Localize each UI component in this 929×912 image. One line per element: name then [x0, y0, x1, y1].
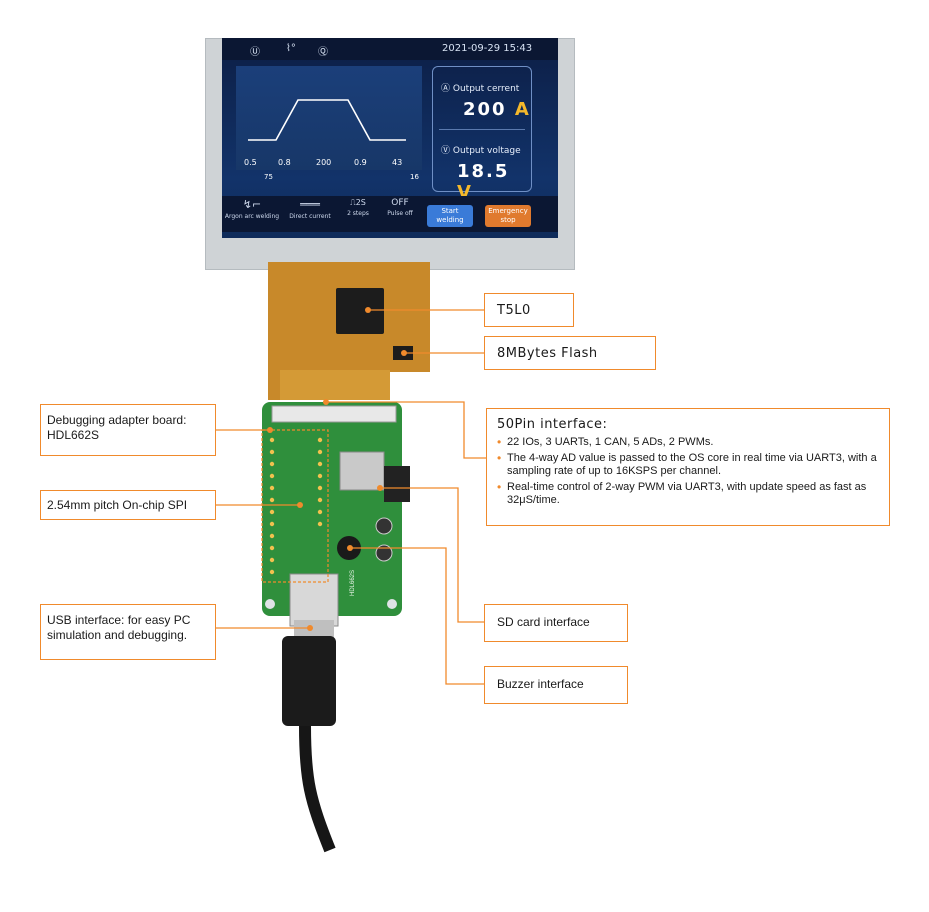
flex-tail — [280, 370, 390, 400]
leader-lines — [215, 309, 486, 685]
callout-50pin: 50Pin interface: 22 IOs, 3 UARTs, 1 CAN,… — [486, 408, 890, 526]
graph-label: 16 — [410, 173, 419, 181]
graph-label: 200 — [316, 158, 332, 167]
callout-debug-board: Debugging adapter board: HDL662S — [40, 404, 216, 456]
output-current-unit: A — [514, 99, 531, 120]
tool-pulse-off[interactable]: OFF Pulse off — [372, 198, 428, 217]
callout-spi-text: 2.54mm pitch On-chip SPI — [47, 498, 188, 512]
fpc-connector — [271, 405, 397, 423]
callout-flash: 8MBytes Flash — [484, 336, 656, 370]
tool-label: Direct current — [289, 213, 331, 220]
steps-icon: ⎍2S — [350, 198, 366, 207]
board-silkscreen: HDL662S — [350, 569, 356, 596]
callout-buzzer: Buzzer interface — [484, 666, 628, 704]
graph-labels-top: 0.5 0.8 200 0.9 43 — [240, 158, 430, 170]
callout-t5l0-text: T5L0 — [497, 303, 531, 318]
welding-curve — [248, 99, 406, 141]
lcd-status-bar: Ⓤ ⌇° Ⓠ 2021-09-29 15:43 — [222, 38, 558, 60]
usb-cable — [299, 725, 336, 853]
mount-hole — [265, 599, 275, 609]
welding-curve-graph — [236, 66, 422, 170]
tool-direct-current[interactable]: ═══ Direct current — [282, 198, 338, 220]
tool-argon-arc[interactable]: ↯⌐ Argon arc welding — [224, 198, 280, 220]
callout-flash-text: 8MBytes Flash — [497, 346, 598, 361]
callout-sd: SD card interface — [484, 604, 628, 642]
graph-labels-bottom: 75 16 — [240, 173, 430, 185]
status-icon-2: ⌇° — [286, 43, 296, 54]
output-current-value: 200 — [463, 99, 507, 120]
tool-label: Argon arc welding — [224, 213, 280, 220]
voltage-icon: Ⓥ — [441, 146, 451, 156]
sd-card — [384, 466, 410, 502]
graph-label: 0.9 — [354, 158, 367, 167]
t5l0-chip — [336, 288, 384, 334]
mount-hole — [387, 599, 397, 609]
callout-usb: USB interface: for easy PC simulation an… — [40, 604, 216, 660]
tool-label: 2 steps — [347, 210, 369, 217]
callout-sd-text: SD card interface — [497, 615, 590, 629]
tool-label: Pulse off — [387, 210, 413, 217]
pin50-item: Real-time control of 2-way PWM via UART3… — [497, 481, 879, 507]
status-icon-1: Ⓤ — [250, 47, 260, 58]
pin50-item: 22 IOs, 3 UARTs, 1 CAN, 5 ADs, 2 PWMs. — [497, 436, 879, 449]
capacitor-2 — [375, 544, 393, 562]
output-current-label-row: Ⓐ Output cerrent — [441, 81, 519, 94]
values-divider — [439, 129, 525, 130]
graph-label: 0.5 — [244, 158, 257, 167]
dc-icon: ═══ — [300, 198, 320, 211]
callout-t5l0: T5L0 — [484, 293, 574, 327]
emergency-stop-button[interactable]: Emergency stop — [485, 205, 531, 227]
callout-usb-text: USB interface: for easy PC simulation an… — [47, 613, 191, 642]
torch-icon: ↯⌐ — [242, 198, 262, 211]
start-welding-button[interactable]: Start welding — [427, 205, 473, 227]
tool-2-steps[interactable]: ⎍2S 2 steps — [330, 198, 386, 217]
callout-50pin-title: 50Pin interface: — [497, 417, 608, 432]
usb-plug-metal — [294, 620, 334, 640]
current-icon: Ⓐ — [441, 84, 451, 94]
graph-label: 75 — [264, 173, 273, 181]
output-voltage-label-row: Ⓥ Output voltage — [441, 143, 521, 156]
graph-label: 43 — [392, 158, 403, 167]
output-voltage-value: 18.5 — [457, 161, 510, 182]
usb-port — [289, 573, 339, 627]
pin50-item: The 4-way AD value is passed to the OS c… — [497, 452, 879, 478]
callout-spi: 2.54mm pitch On-chip SPI — [40, 490, 216, 520]
pin50-list: 22 IOs, 3 UARTs, 1 CAN, 5 ADs, 2 PWMs. T… — [497, 436, 879, 507]
callout-debug-board-text: Debugging adapter board: HDL662S — [47, 413, 187, 442]
date-time: 2021-09-29 15:43 — [442, 43, 533, 54]
sd-card-slot — [339, 451, 385, 491]
callout-buzzer-text: Buzzer interface — [497, 677, 584, 691]
header-pins — [269, 437, 323, 575]
capacitor-1 — [375, 517, 393, 535]
spi-pin-outline — [261, 429, 329, 583]
graph-label: 0.8 — [278, 158, 291, 167]
status-icon-3: Ⓠ — [318, 47, 328, 58]
steps-glyph-text: 2S — [355, 198, 366, 207]
output-voltage-label: Output voltage — [452, 146, 521, 156]
usb-plug-body — [282, 636, 336, 726]
leader-dots — [267, 307, 407, 631]
pulse-off-glyph: OFF — [391, 198, 409, 208]
output-current-display: 200 A — [463, 99, 531, 120]
output-current-label: Output cerrent — [452, 84, 520, 94]
